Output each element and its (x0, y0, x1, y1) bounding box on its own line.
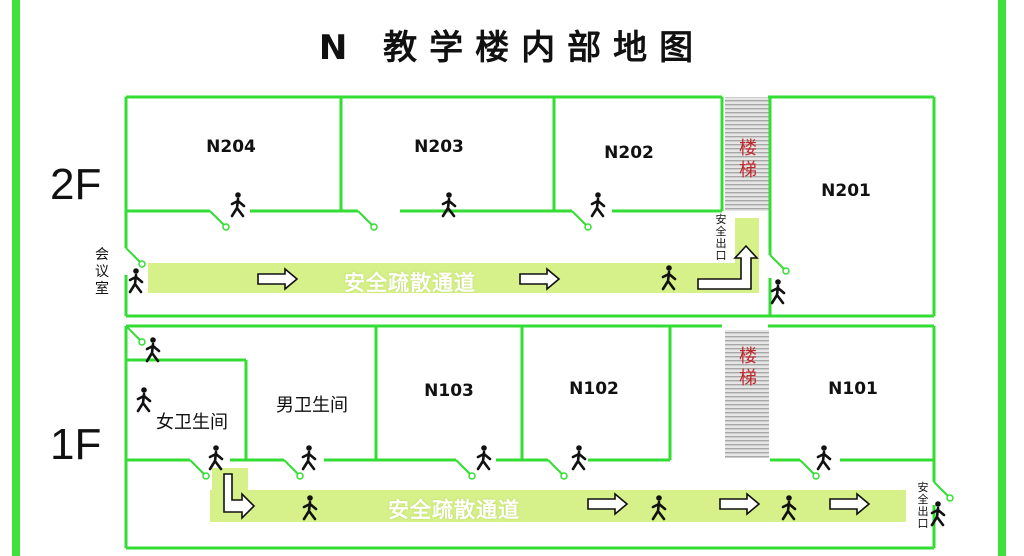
running-person-icon (476, 443, 492, 471)
room-n201: N201 (821, 181, 871, 201)
stairs-label-1f: 楼梯 (739, 346, 757, 389)
room-n101: N101 (828, 379, 878, 399)
corridor-label-2f: 安全疏散通道 (344, 271, 476, 295)
room-mens-restroom: 男卫生间 (276, 395, 348, 416)
corridor-label-1f: 安全疏散通道 (388, 498, 520, 522)
door-swing-icon (547, 459, 568, 480)
running-person-icon (571, 443, 587, 471)
door-swing-icon (283, 459, 304, 480)
running-person-icon (816, 443, 832, 471)
door-swing-icon (455, 459, 476, 480)
floor-label-1f: 1F (50, 420, 102, 469)
room-n102: N102 (569, 379, 619, 399)
left-border-bar (12, 0, 20, 556)
room-n103: N103 (424, 381, 474, 401)
arrow-down-right-icon (223, 473, 256, 520)
running-person-icon (136, 385, 152, 413)
door-swing-icon (357, 210, 378, 231)
room-womens-restroom: 女卫生间 (156, 412, 228, 433)
running-person-icon (208, 443, 224, 471)
running-person-icon (128, 266, 144, 294)
arrow-right-icon (257, 267, 299, 291)
running-person-icon (230, 190, 246, 218)
room-n202: N202 (604, 143, 654, 163)
arrow-right-icon (719, 492, 761, 516)
door-swing-icon (189, 459, 210, 480)
door-swing-icon (799, 459, 820, 480)
stairs-label-2f: 楼梯 (739, 138, 757, 181)
room-n204: N204 (206, 137, 256, 157)
arrow-up-icon (697, 244, 759, 290)
floor-1f (124, 324, 954, 550)
floor-label-2f: 2F (50, 160, 102, 209)
arrow-right-icon (587, 492, 629, 516)
stairs-2f (725, 97, 769, 211)
running-person-icon (590, 190, 606, 218)
floor-2f (124, 95, 936, 318)
door-swing-icon (125, 247, 146, 268)
exit-label-2f: 安全出口 (715, 213, 727, 262)
running-person-icon (930, 499, 946, 527)
arrow-right-icon (519, 267, 561, 291)
door-swing-icon (125, 325, 146, 346)
room-n203: N203 (414, 137, 464, 157)
door-swing-icon (769, 254, 790, 275)
running-person-icon (770, 277, 786, 305)
running-person-icon (145, 335, 161, 363)
running-person-icon (301, 443, 317, 471)
meeting-room-label: 会议室 (95, 247, 109, 297)
arrow-right-icon (829, 492, 871, 516)
door-swing-icon (571, 210, 592, 231)
exit-label-1f: 安全出口 (917, 481, 929, 530)
door-swing-icon (933, 481, 954, 502)
corridor-2f (148, 263, 750, 293)
door-swing-icon (209, 210, 230, 231)
stairs-1f (725, 330, 769, 458)
map-title: N 教学楼内部地图 (318, 28, 706, 68)
right-border-bar (998, 0, 1006, 556)
